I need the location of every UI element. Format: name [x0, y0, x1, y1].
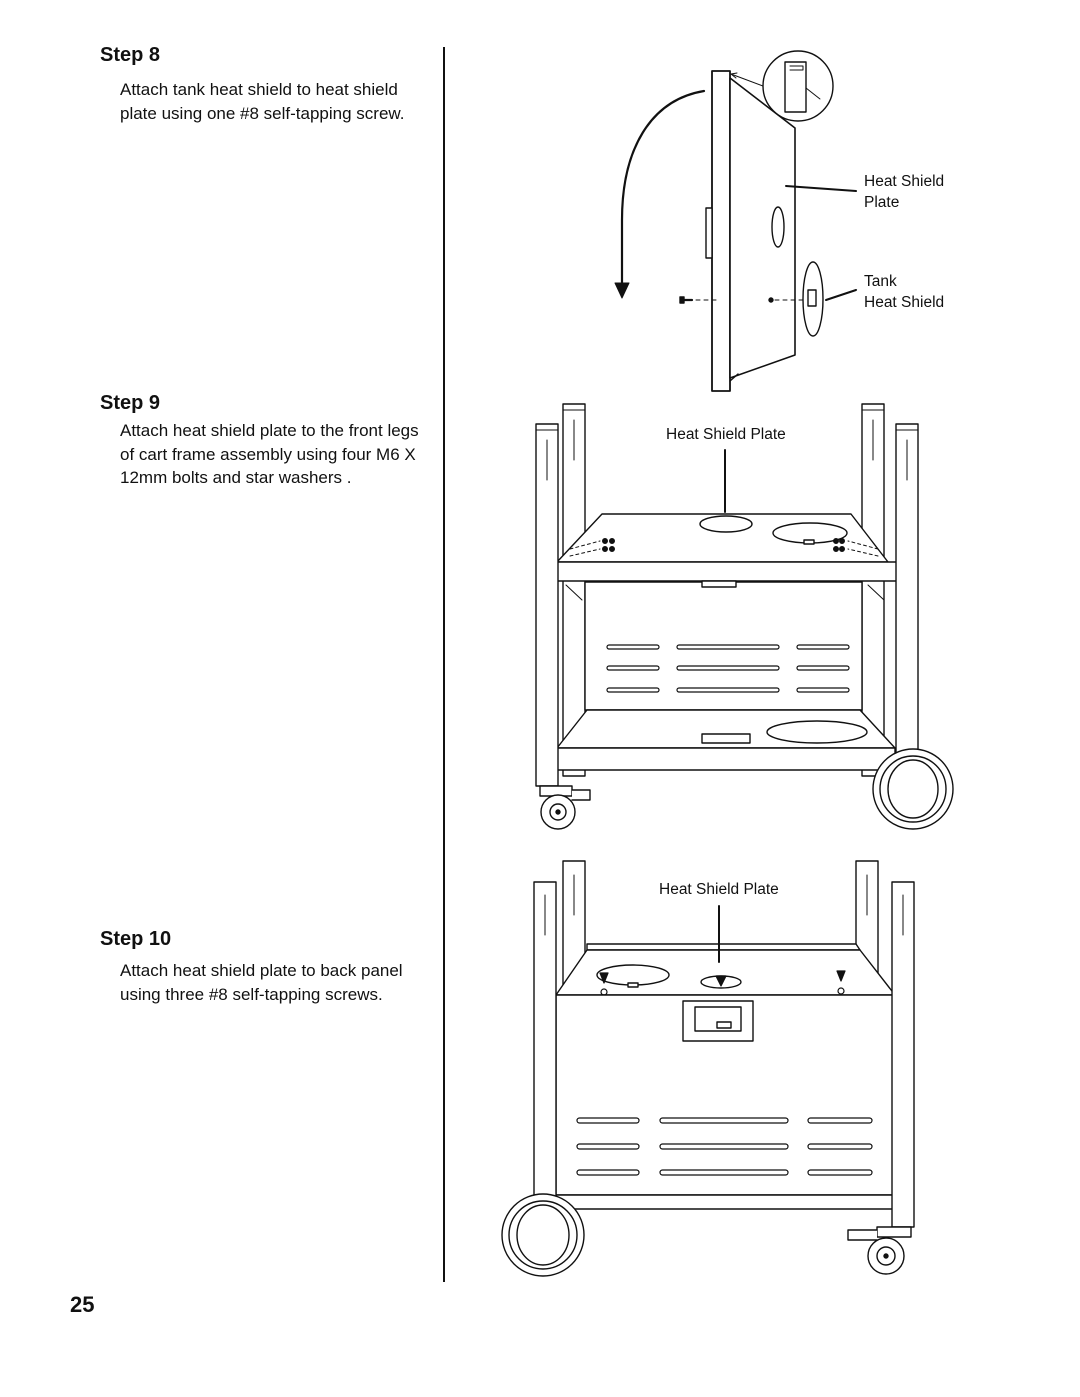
step-8-title: Step 8 — [100, 44, 161, 66]
column-divider — [443, 47, 445, 1282]
step-10-title: Step 10 — [100, 928, 172, 950]
step-9-title: Step 9 — [100, 392, 161, 414]
step-9-text: Attach heat shield plate to the front le… — [120, 421, 419, 487]
step10-figure — [502, 861, 914, 1276]
label-heat-shield-plate-step9: Heat Shield Plate — [666, 426, 786, 443]
label-heat-shield-plate-step8: Heat Shield Plate — [864, 173, 945, 211]
step9-figure — [536, 404, 953, 829]
label-heat-shield-plate-step10: Heat Shield Plate — [659, 881, 779, 898]
step-8-text: Attach tank heat shield to heat shield p… — [120, 80, 405, 123]
page-number: 25 — [70, 1292, 95, 1317]
step-10-text: Attach heat shield plate to back panel u… — [120, 961, 403, 1004]
step8-figure — [615, 51, 856, 391]
label-tank-heat-shield: Tank Heat Shield — [864, 273, 945, 311]
